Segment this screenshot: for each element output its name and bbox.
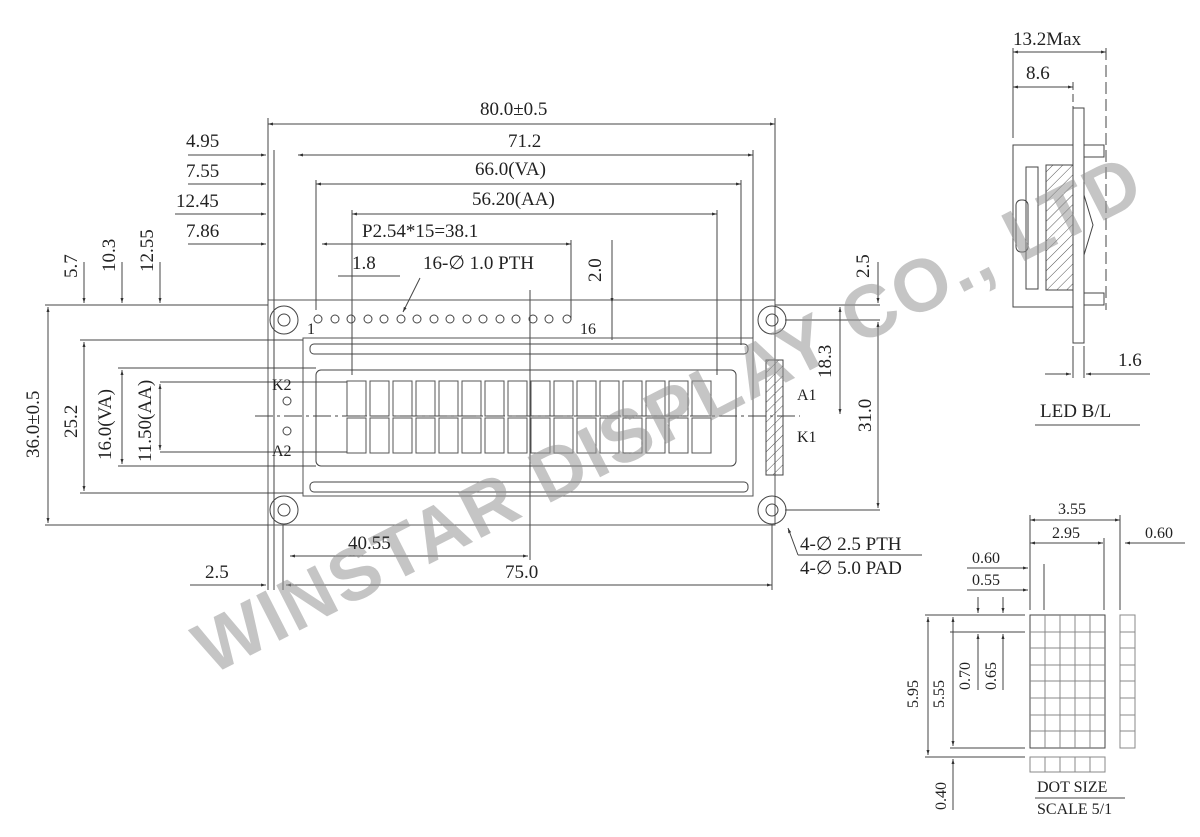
dim-dot-pitch-x: 0.60 xyxy=(972,550,1000,567)
pin-label-last: 16 xyxy=(580,321,596,338)
dim-12-55: 12.55 xyxy=(137,229,158,272)
dim-char-height-inner: 5.55 xyxy=(931,680,948,708)
callout-pin-holes: 16-∅ 1.0 PTH xyxy=(423,253,535,274)
dim-char-gap: 0.60 xyxy=(1145,525,1173,542)
dim-dot-pitch-y: 0.70 xyxy=(957,662,974,690)
dim-center-offset: 40.55 xyxy=(348,533,391,554)
pin-label-first: 1 xyxy=(307,321,315,338)
dim-right-top-offset: 2.5 xyxy=(853,254,874,278)
dim-pin-row-offset: 2.0 xyxy=(585,258,606,282)
dim-viewing-area-height: 16.0(VA) xyxy=(95,389,116,460)
dim-25-2: 25.2 xyxy=(61,404,82,438)
dim-10-3: 10.3 xyxy=(99,238,120,272)
dim-4-95: 4.95 xyxy=(186,131,220,152)
dim-cursor-gap: 0.40 xyxy=(933,782,950,810)
dim-char-width: 3.55 xyxy=(1058,501,1086,518)
dim-pin-pitch: P2.54*15=38.1 xyxy=(362,221,479,242)
dim-7-55: 7.55 xyxy=(186,161,220,182)
dim-viewing-area-width: 66.0(VA) xyxy=(475,159,546,180)
dim-hole-span-vertical: 31.0 xyxy=(855,398,876,432)
dim-5-7: 5.7 xyxy=(61,254,82,278)
dim-char-height: 5.95 xyxy=(905,680,922,708)
dot-detail-title: DOT SIZE xyxy=(1037,779,1108,796)
dim-12-45: 12.45 xyxy=(176,191,219,212)
dim-hole-edge-offset: 2.5 xyxy=(205,562,229,583)
dim-71-2: 71.2 xyxy=(508,131,542,152)
dim-18-3: 18.3 xyxy=(815,344,836,378)
led-label-a2: A2 xyxy=(272,443,292,460)
dim-overall-height: 36.0±0.5 xyxy=(23,390,44,458)
dim-active-area-width: 56.20(AA) xyxy=(472,189,555,210)
dim-8-6: 8.6 xyxy=(1026,63,1050,84)
dim-overall-width: 80.0±0.5 xyxy=(480,99,548,120)
side-view-title: LED B/L xyxy=(1040,401,1112,422)
led-label-k1: K1 xyxy=(797,429,817,446)
dim-char-width-inner: 2.95 xyxy=(1052,525,1080,542)
dim-hole-span: 75.0 xyxy=(505,562,539,583)
dim-pad-width: 1.8 xyxy=(352,253,376,274)
callout-mount-holes-pad: 4-∅ 5.0 PAD xyxy=(800,558,902,579)
dim-max-thickness: 13.2Max xyxy=(1013,29,1082,50)
callout-mount-holes-pth: 4-∅ 2.5 PTH xyxy=(800,534,902,555)
led-label-a1: A1 xyxy=(797,387,817,404)
dim-active-area-height: 11.50(AA) xyxy=(135,379,156,462)
dot-detail-scale: SCALE 5/1 xyxy=(1037,801,1113,818)
dim-7-86: 7.86 xyxy=(186,221,220,242)
dim-dot-width: 0.55 xyxy=(972,572,1000,589)
led-label-k2: K2 xyxy=(272,377,292,394)
dim-dot-height: 0.65 xyxy=(983,662,1000,690)
dim-pcb-thickness: 1.6 xyxy=(1118,350,1142,371)
